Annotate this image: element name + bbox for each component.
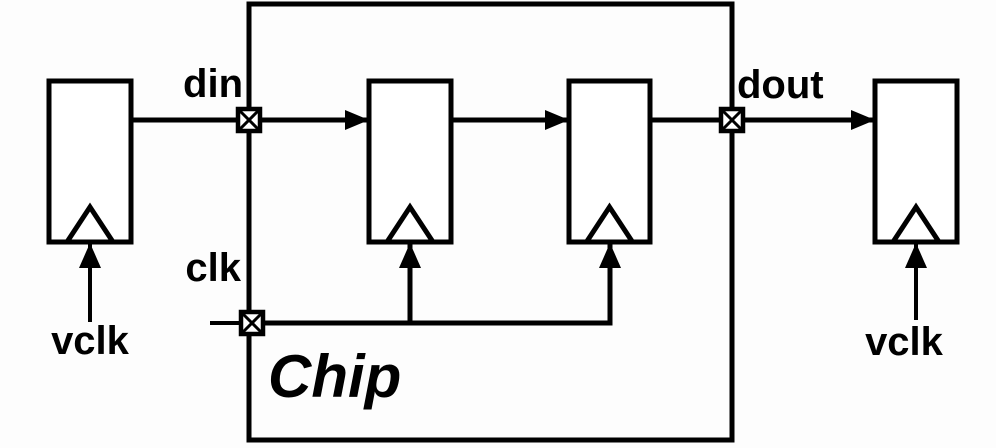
flipflop-ff-ext-left xyxy=(46,78,134,245)
wire-vclk-right-arrowhead-icon xyxy=(905,243,927,268)
chip-boundary xyxy=(246,1,735,443)
ff-int-1-clock-triangle-icon xyxy=(384,202,436,244)
wire-ff1-to-ff2-arrowhead-icon xyxy=(545,110,569,130)
labels-layer: din dout clk vclk vclk Chip xyxy=(51,62,944,410)
ff-ext-left-clock-triangle-icon xyxy=(64,202,116,244)
ff-ext-right-clock-triangle-icon xyxy=(890,202,942,244)
dout-label: dout xyxy=(737,63,824,107)
wire-din-pin-to-ff1-arrowhead-icon xyxy=(345,110,369,130)
flipflop-ff-int-2 xyxy=(566,78,653,245)
wire-clk-branch-ff1-clock-arrowhead-icon xyxy=(399,243,421,268)
wire-dout-pin-to-ffextright-arrowhead-icon xyxy=(851,110,875,130)
vclk-left-label: vclk xyxy=(51,319,130,363)
flipflop-ff-ext-right xyxy=(872,78,960,245)
wires-layer xyxy=(79,110,927,326)
din-label: din xyxy=(183,62,243,106)
pin-din-cross-icon xyxy=(238,109,260,131)
chip-name-label: Chip xyxy=(268,343,401,410)
wire-vclk-left-arrowhead-icon xyxy=(79,243,101,268)
clk-label: clk xyxy=(185,246,241,290)
vclk-right-label: vclk xyxy=(865,320,944,364)
wire-clk-pin-to-ff2-clock-arrowhead-icon xyxy=(599,243,621,268)
pins-layer xyxy=(235,106,746,337)
pin-dout-cross-icon xyxy=(721,109,743,131)
pin-clk-cross-icon xyxy=(241,312,263,334)
blocks-layer xyxy=(46,1,960,443)
flipflop-ff-int-1 xyxy=(366,78,454,245)
ff-int-2-clock-triangle-icon xyxy=(584,202,635,244)
wire-clk-pin-to-ff2-clock xyxy=(252,243,613,326)
